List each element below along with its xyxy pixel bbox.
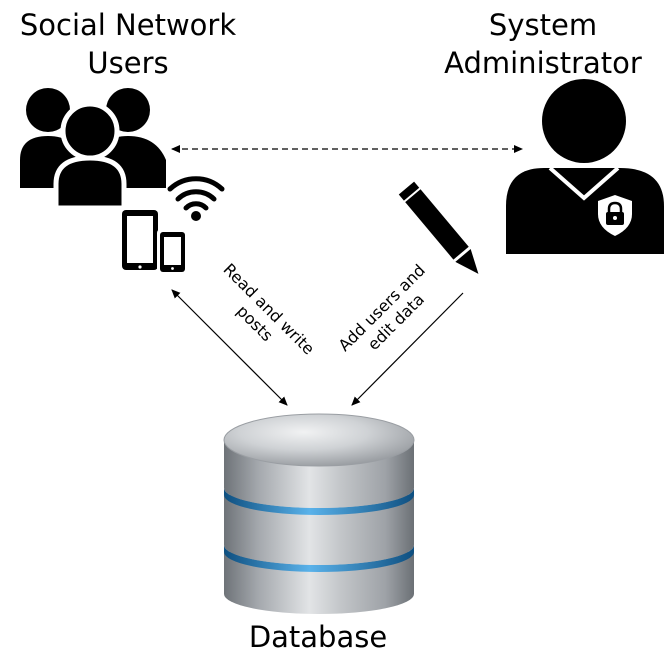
tablet-icon bbox=[122, 210, 158, 270]
phone-icon bbox=[157, 229, 188, 275]
database-title: Database bbox=[249, 620, 387, 651]
users-database-connector bbox=[171, 289, 288, 406]
users-database-label: Read and write posts bbox=[220, 260, 319, 359]
users-title-line2: Users bbox=[87, 46, 168, 80]
users-group-icon bbox=[20, 88, 166, 211]
users-title: Social Network Users bbox=[20, 8, 236, 80]
wifi-icon bbox=[167, 176, 225, 221]
admin-title-line1: System bbox=[489, 8, 597, 42]
admin-title-line2: Administrator bbox=[444, 46, 642, 80]
pencil-icon bbox=[398, 181, 479, 274]
admin-user-icon bbox=[506, 79, 664, 254]
admin-database-connector bbox=[351, 292, 464, 406]
admin-title: System Administrator bbox=[444, 8, 642, 80]
admin-database-label: Add users and edit data bbox=[335, 261, 429, 355]
lock-shield-icon bbox=[598, 195, 632, 236]
users-title-line1: Social Network bbox=[20, 8, 236, 42]
users-database-label-line1: Read and write bbox=[220, 260, 319, 359]
database-cylinder-icon bbox=[223, 413, 415, 614]
